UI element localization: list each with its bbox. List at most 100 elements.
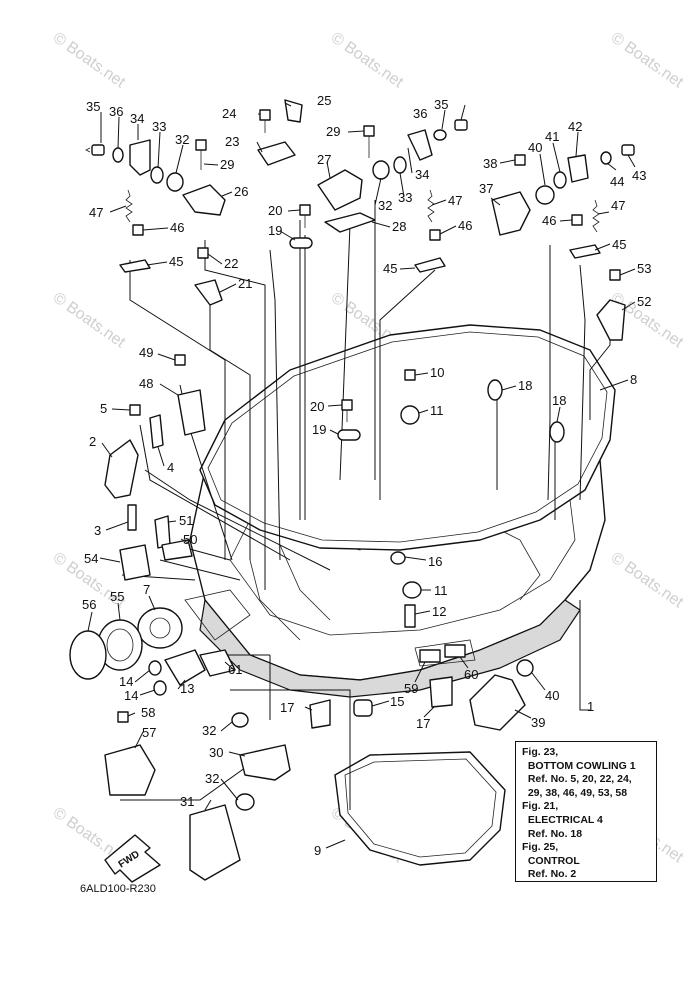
- watermark: © Boats.net: [328, 29, 407, 91]
- callout-33: 33: [152, 119, 166, 134]
- callout-32: 32: [378, 198, 392, 213]
- callout-22: 22: [224, 256, 238, 271]
- bottom-gasket: [334, 751, 506, 866]
- callout-33: 33: [398, 190, 412, 205]
- callout-20: 20: [310, 399, 324, 414]
- callout-14: 14: [124, 688, 138, 703]
- callout-35: 35: [86, 99, 100, 114]
- legend-line: Fig. 23,: [522, 746, 559, 758]
- legend-line: BOTTOM COWLING 1: [522, 759, 636, 772]
- legend-line: 29, 38, 46, 49, 53, 58: [522, 786, 628, 799]
- callout-36: 36: [109, 104, 123, 119]
- callout-43: 43: [632, 168, 646, 183]
- callout-18: 18: [552, 393, 566, 408]
- legend-line: Fig. 25,: [522, 841, 559, 854]
- callout-57: 57: [142, 725, 156, 740]
- legend-line: ELECTRICAL 4: [522, 813, 603, 826]
- callout-40: 40: [545, 688, 559, 703]
- callout-45: 45: [383, 261, 397, 276]
- figure-reference-box: Fig. 23, BOTTOM COWLING 1 Ref. No. 5, 20…: [515, 741, 657, 882]
- callout-9: 9: [314, 843, 321, 858]
- callout-37: 37: [479, 181, 493, 196]
- callout-55: 55: [110, 589, 124, 604]
- watermark: © Boats.net: [608, 549, 687, 611]
- callout-29: 29: [220, 157, 234, 172]
- callout-50: 50: [183, 532, 197, 547]
- callout-46: 46: [458, 218, 472, 233]
- callout-13: 13: [180, 681, 194, 696]
- callout-47: 47: [611, 198, 625, 213]
- callout-48: 48: [139, 376, 153, 391]
- callout-41: 41: [545, 129, 559, 144]
- watermark: © Boats.net: [50, 29, 129, 91]
- callout-3: 3: [94, 523, 101, 538]
- callout-61: 61: [228, 662, 242, 677]
- callout-44: 44: [610, 174, 624, 189]
- callout-leaders: [87, 102, 636, 849]
- callout-46: 46: [542, 213, 556, 228]
- callout-52: 52: [637, 294, 651, 309]
- callout-11: 11: [434, 583, 448, 598]
- callout-34: 34: [130, 111, 144, 126]
- callout-45: 45: [612, 237, 626, 252]
- callout-38: 38: [483, 156, 497, 171]
- small-parts: [69, 99, 635, 881]
- callout-16: 16: [428, 554, 442, 569]
- legend-line: Ref. No. 18: [522, 827, 583, 840]
- callout-32: 32: [175, 132, 189, 147]
- callout-4: 4: [167, 460, 174, 475]
- callout-29: 29: [326, 124, 340, 139]
- callout-14: 14: [119, 674, 133, 689]
- callout-45: 45: [169, 254, 183, 269]
- callout-34: 34: [415, 167, 429, 182]
- callout-32: 32: [205, 771, 219, 786]
- leader-lines: [120, 200, 611, 810]
- callout-58: 58: [141, 705, 155, 720]
- callout-17: 17: [416, 716, 430, 731]
- callout-19: 19: [268, 223, 282, 238]
- callout-40: 40: [528, 140, 542, 155]
- callout-53: 53: [637, 261, 651, 276]
- callout-47: 47: [448, 193, 462, 208]
- legend-line: Fig. 21,: [522, 800, 559, 813]
- callout-20: 20: [268, 203, 282, 218]
- callout-56: 56: [82, 597, 96, 612]
- callout-27: 27: [317, 152, 331, 167]
- legend-line: CONTROL: [522, 854, 580, 867]
- watermark: © Boats.net: [50, 289, 129, 351]
- callout-1: 1: [587, 699, 594, 714]
- legend-line: Ref. No. 5, 20, 22, 24,: [522, 773, 632, 786]
- watermark: © Boats.net: [608, 29, 687, 91]
- callout-11: 11: [430, 403, 444, 418]
- callout-8: 8: [630, 372, 637, 387]
- callout-19: 19: [312, 422, 326, 437]
- drawing-code: 6ALD100-R230: [80, 883, 156, 895]
- callout-10: 10: [430, 365, 444, 380]
- callout-59: 59: [404, 681, 418, 696]
- callout-23: 23: [225, 134, 239, 149]
- callout-39: 39: [531, 715, 545, 730]
- callout-2: 2: [89, 434, 96, 449]
- callout-60: 60: [464, 667, 478, 682]
- callout-49: 49: [139, 345, 153, 360]
- cowling-seal-ring: [199, 324, 616, 551]
- callout-5: 5: [100, 401, 107, 416]
- callout-46: 46: [170, 220, 184, 235]
- callout-54: 54: [84, 551, 98, 566]
- callout-15: 15: [390, 694, 404, 709]
- callout-47: 47: [89, 205, 103, 220]
- forward-direction-arrow: FWD: [104, 834, 161, 883]
- callout-36: 36: [413, 106, 427, 121]
- callout-42: 42: [568, 119, 582, 134]
- callout-51: 51: [179, 513, 193, 528]
- callout-12: 12: [432, 604, 446, 619]
- callout-28: 28: [392, 219, 406, 234]
- callout-25: 25: [317, 93, 331, 108]
- callout-7: 7: [143, 582, 150, 597]
- callout-18: 18: [518, 378, 532, 393]
- callout-numbers: 35 36 34 33 32 29 26 47 46 45 22 21 24 2…: [82, 93, 651, 858]
- callout-21: 21: [238, 276, 252, 291]
- callout-26: 26: [234, 184, 248, 199]
